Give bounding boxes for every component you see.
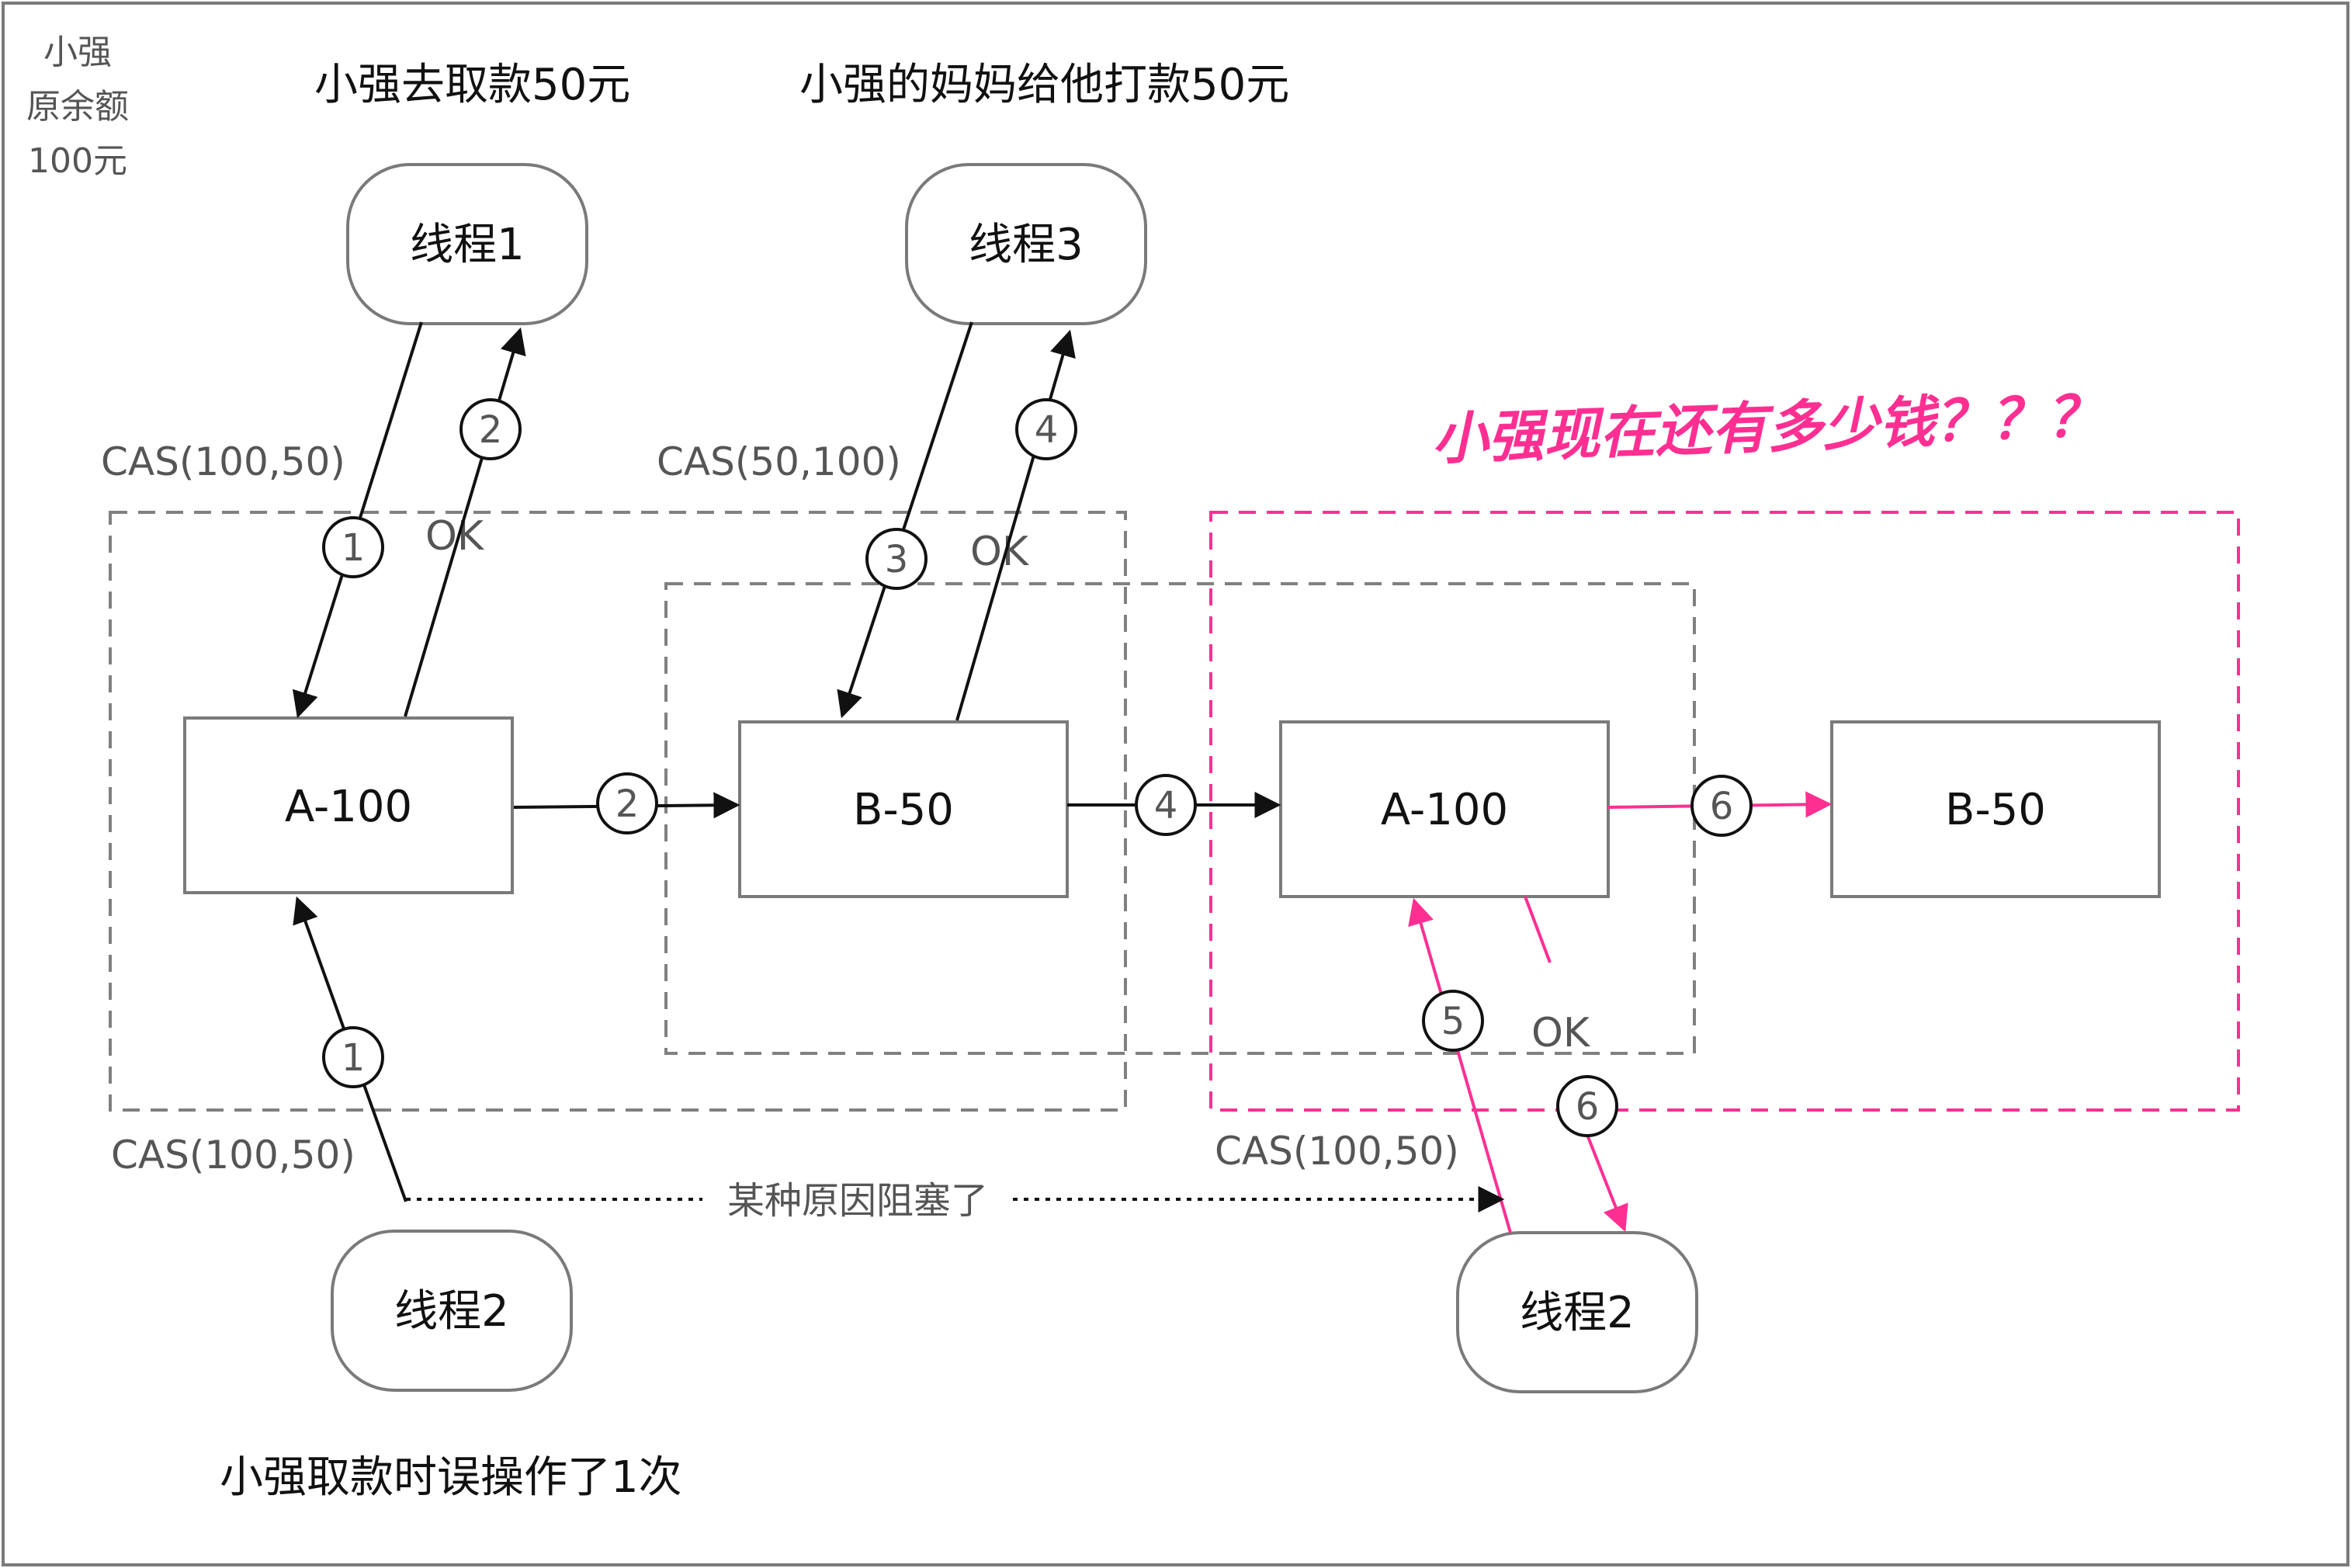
cas-label-thread2-left: CAS(100,50) (111, 1133, 355, 1178)
node-b50-second: B-50 (1830, 720, 2161, 898)
node-a100-second: A-100 (1279, 720, 1610, 898)
step-number: 2 (615, 782, 640, 826)
blocked-label: 某种原因阻塞了 (727, 1179, 988, 1223)
balance-note-line1: 小强 (43, 33, 112, 72)
step-circle-6-edge: 6 (1690, 775, 1753, 837)
thread3-node: 线程3 (905, 163, 1147, 325)
thread1-label: 线程1 (410, 220, 525, 270)
step-circle-6-return: 6 (1556, 1075, 1618, 1137)
step-circle-4-thread3: 4 (1015, 398, 1077, 460)
step-circle-1-thread2: 1 (322, 1026, 384, 1088)
ok-label-thread2: OK (1531, 1010, 1591, 1056)
step-circle-5-thread2: 5 (1422, 990, 1484, 1052)
question-title: 小强现在还有多少钱？？？ (1430, 383, 2103, 472)
thread2-right-label: 线程2 (1520, 1288, 1635, 1338)
step-circle-1-thread1: 1 (322, 516, 384, 578)
balance-note-line2: 原余额 (26, 87, 129, 127)
cas-label-thread3: CAS(50,100) (657, 439, 901, 484)
balance-note-line3: 100元 (28, 141, 127, 181)
step-number: 2 (479, 408, 503, 452)
arrow-thread3-ok (955, 329, 1076, 721)
step-number: 4 (1154, 784, 1178, 827)
step-number: 6 (1710, 785, 1734, 828)
node-b50-second-label: B-50 (1945, 785, 2046, 835)
step-circle-3-thread3: 3 (865, 528, 928, 590)
node-a100-second-label: A-100 (1381, 785, 1508, 835)
caption-mistake: 小强取款时误操作了1次 (220, 1452, 682, 1503)
step-number: 5 (1441, 1000, 1465, 1043)
arrow-thread2-right-ok (1524, 896, 1552, 963)
step-number: 6 (1576, 1085, 1600, 1129)
thread2-left-node: 线程2 (331, 1230, 573, 1392)
node-a100-first: A-100 (183, 716, 514, 894)
step-number: 1 (342, 1036, 366, 1080)
thread2-right-node: 线程2 (1456, 1231, 1698, 1393)
thread3-label: 线程3 (969, 220, 1084, 270)
arrow-thread2-right-cas (1408, 897, 1512, 1233)
arrow-thread3-cas (837, 321, 973, 719)
cas-label-thread1: CAS(100,50) (101, 439, 345, 484)
node-b50-first: B-50 (738, 720, 1069, 898)
step-number: 3 (885, 538, 909, 581)
cas-window-thread2 (1209, 511, 2240, 1112)
arrow-thread1-ok (404, 327, 526, 717)
node-b50-first-label: B-50 (853, 785, 954, 835)
thread2-left-label: 线程2 (394, 1286, 509, 1337)
step-number: 4 (1035, 408, 1059, 452)
cas-label-thread2-right: CAS(100,50) (1215, 1129, 1459, 1174)
balance-note: 小强 原余额 100元 (26, 33, 129, 181)
node-a100-first-label: A-100 (285, 782, 412, 832)
step-circle-2-edge: 2 (596, 772, 658, 834)
step-circle-2-thread1: 2 (459, 398, 522, 460)
step-circle-4-edge: 4 (1135, 774, 1197, 836)
caption-deposit: 小强的妈妈给他打款50元 (799, 60, 1289, 110)
thread1-node: 线程1 (346, 163, 588, 325)
arrow-thread2-right-return (1586, 1134, 1628, 1233)
caption-withdraw: 小强去取款50元 (314, 60, 630, 110)
step-number: 1 (342, 526, 366, 570)
cas-window-thread1 (109, 511, 1127, 1112)
